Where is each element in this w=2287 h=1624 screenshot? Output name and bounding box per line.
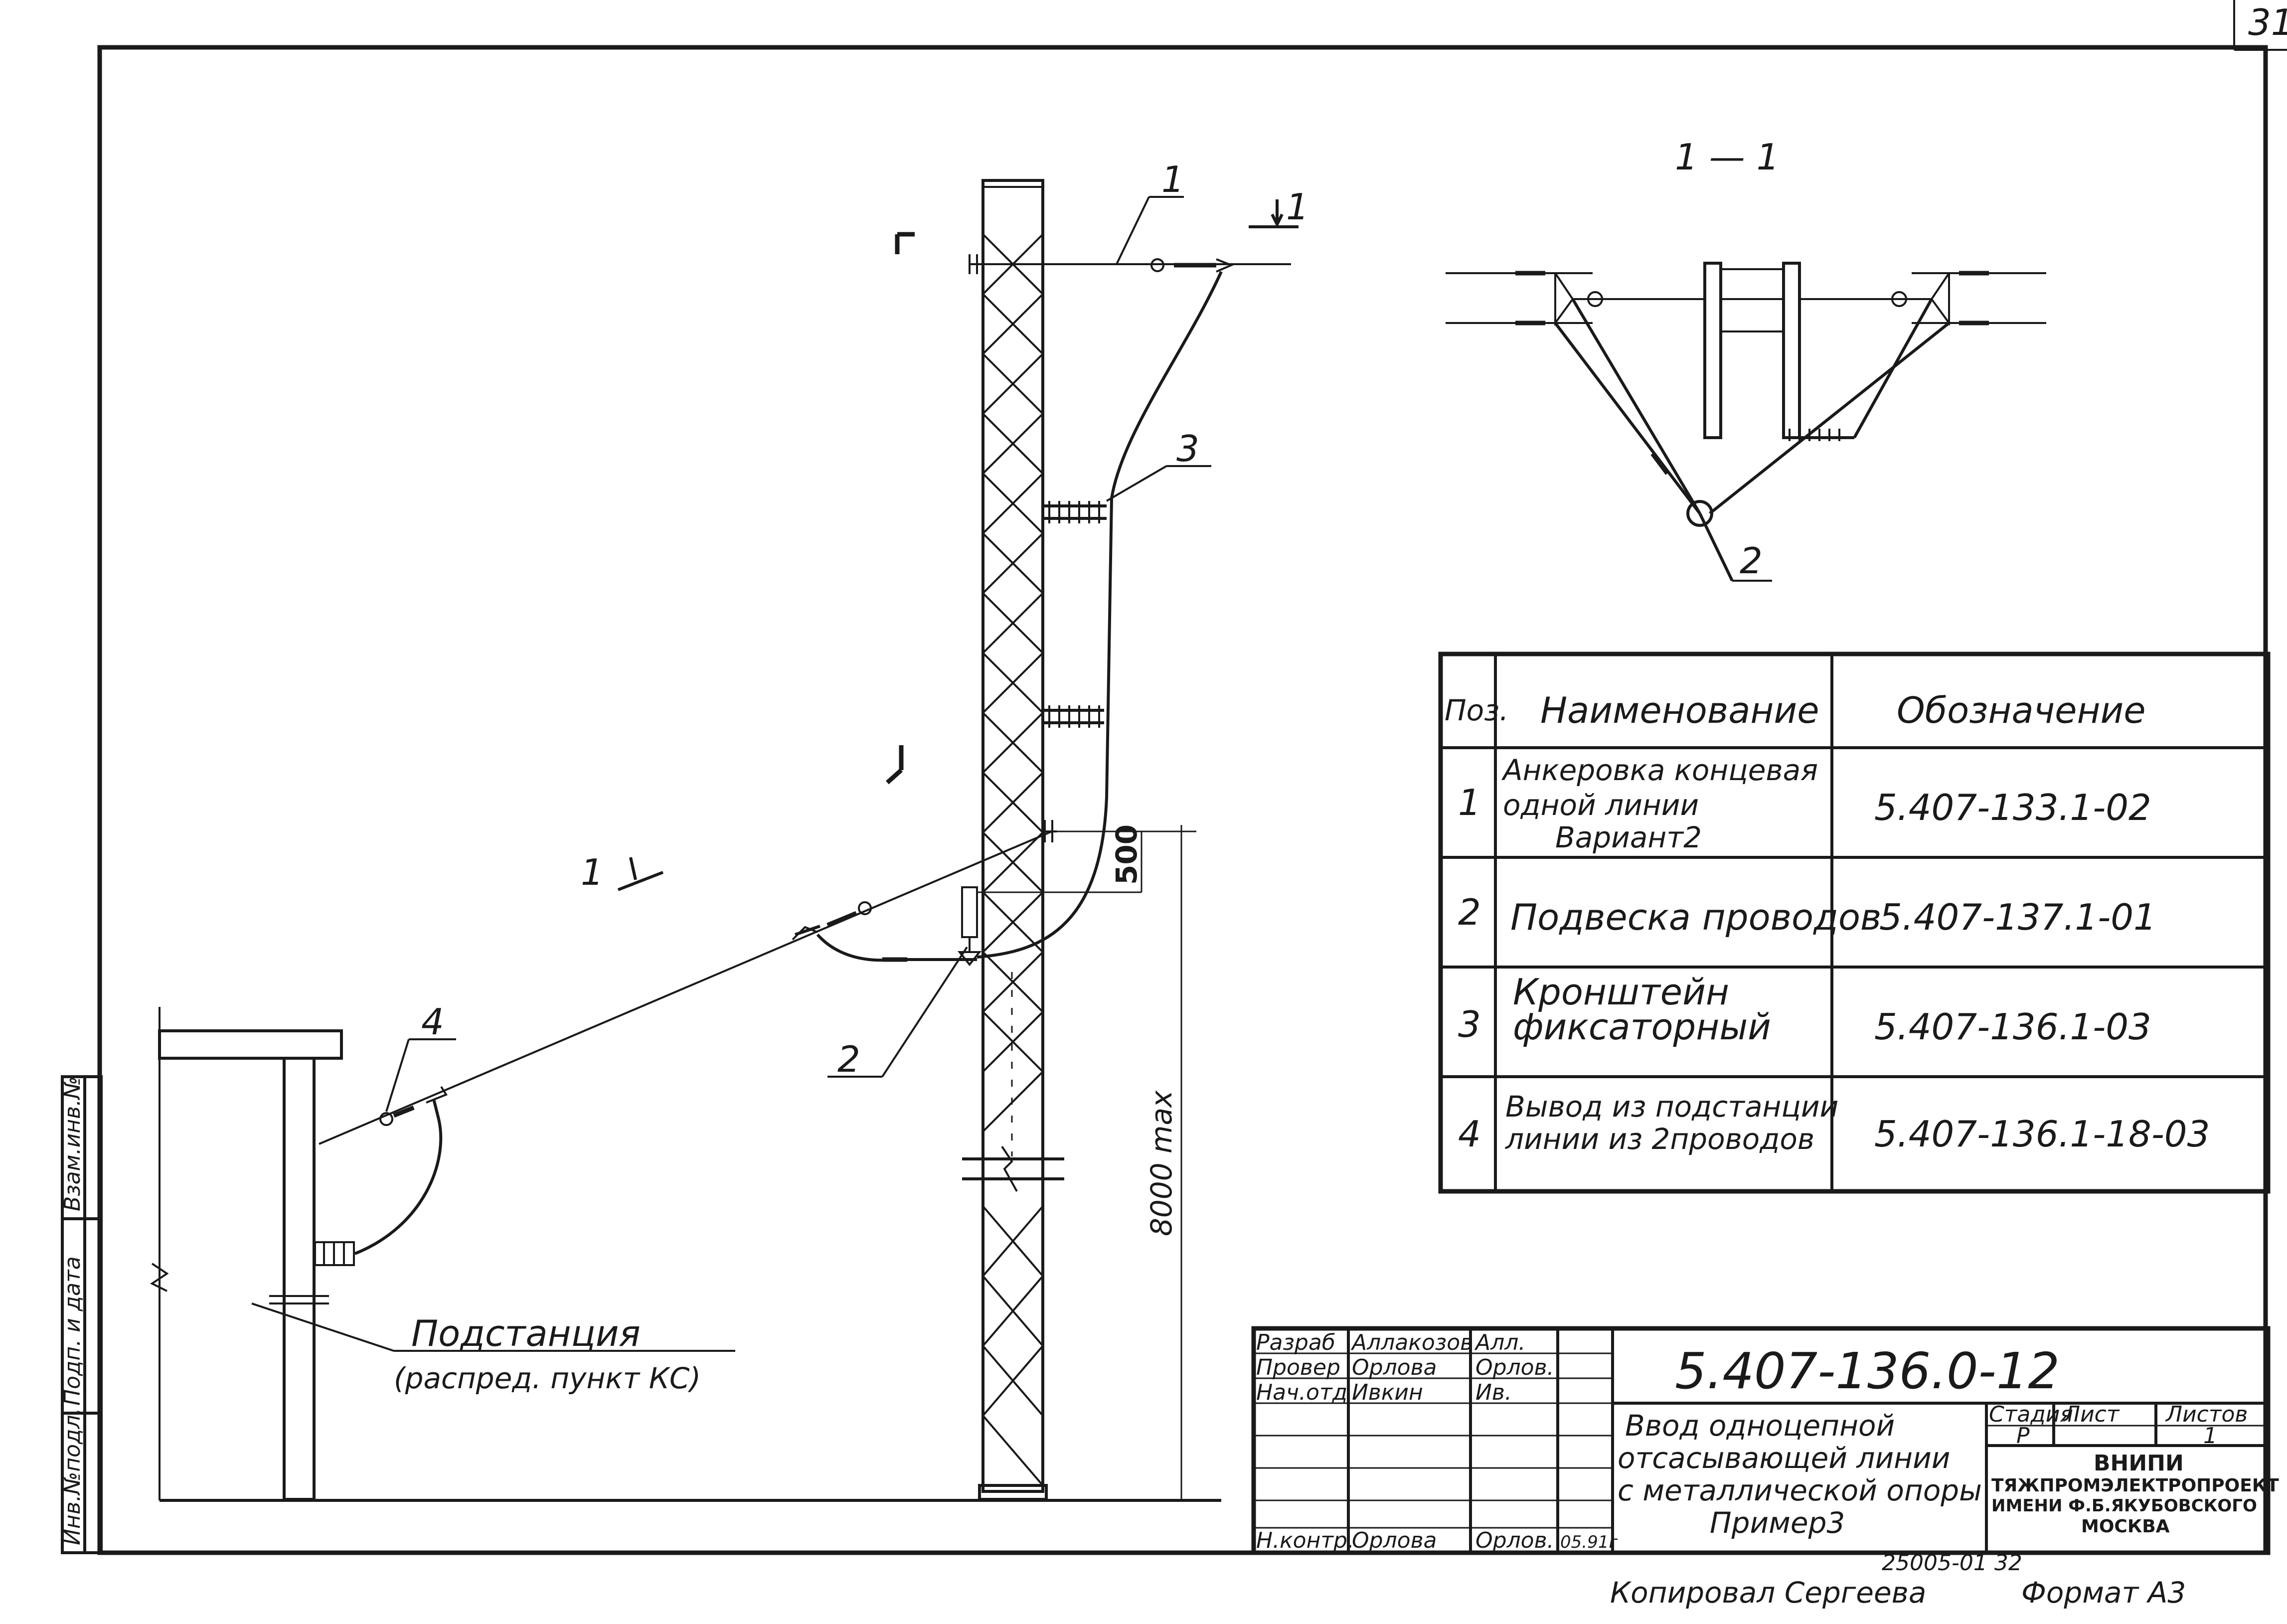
row-code: 5.407-133.1-02 <box>1874 787 2151 828</box>
stamp-podp-data: Подп. и дата <box>60 1256 85 1406</box>
org-line: ВНИПИ <box>2094 1451 2184 1476</box>
callout-3: 3 <box>1176 428 1199 470</box>
parts-table: Поз. Наименование Обозначение 1 Анкеровк… <box>1438 651 2271 1194</box>
sheet-label: Лист <box>2063 1402 2120 1427</box>
callout-1: 1 <box>1161 159 1184 200</box>
section-title: 1 — 1 <box>1675 136 1779 178</box>
tb-role: Н.контр. <box>1256 1528 1354 1553</box>
row-name-line: фиксаторный <box>1513 1006 1771 1048</box>
upper-wire <box>977 258 1291 959</box>
tb-sign: Ив. <box>1475 1380 1512 1405</box>
substation <box>150 1007 448 1501</box>
th-pos: Поз. <box>1445 693 1508 727</box>
tb-role: Провер <box>1256 1355 1340 1380</box>
stage-value: Р <box>2016 1423 2030 1449</box>
row-name-line: Кронштейн <box>1513 971 1729 1013</box>
callouts: 1 3 2 4 <box>251 159 1211 1352</box>
section-mark-top: 1 <box>1286 186 1309 228</box>
tb-sign: Алл. <box>1474 1330 1525 1355</box>
dimension-8000: 8000 max <box>1144 1090 1178 1236</box>
drawing-frame <box>97 45 2268 1555</box>
substation-label-2: (распред. пункт КС) <box>394 1361 701 1395</box>
format-label: Формат А3 <box>2021 1576 2186 1610</box>
row-name-line: Анкеровка концевая <box>1501 753 1818 787</box>
sheets-label: Листов <box>2165 1402 2248 1427</box>
row-code: 5.407-136.1-03 <box>1874 1006 2151 1048</box>
substation-label-1: Подстанция <box>411 1312 641 1354</box>
title-block: Разраб Аллакозов Алл. Провер Орлова Орло… <box>1251 1326 2279 1555</box>
table-row: 2 Подвеска проводов 5.407-137.1-01 <box>1458 891 2156 938</box>
page-number-corner: 31 <box>2233 0 2287 51</box>
tb-name: Ивкин <box>1352 1380 1423 1405</box>
table-row: 1 Анкеровка концевая одной линии Вариант… <box>1458 753 2151 854</box>
row-name-line: Вариант2 <box>1555 820 1702 854</box>
tb-title-line: Пример3 <box>1710 1506 1845 1540</box>
tb-title-line: отсасывающей линии <box>1618 1441 1950 1475</box>
side-stamp: Инв.№подл. Подп. и дата Взам.инв.№ <box>60 1075 103 1554</box>
table-row: 4 Вывод из подстанции линии из 2проводов… <box>1458 1090 2210 1156</box>
tb-sign: Орлов. <box>1475 1528 1554 1553</box>
callout-2: 2 <box>837 1038 860 1080</box>
archive-number: 25005-01 32 <box>1882 1550 2022 1576</box>
stamp-vzam-inv: Взам.инв.№ <box>60 1076 85 1211</box>
row-name-line: Подвеска проводов <box>1510 896 1881 938</box>
th-name: Наименование <box>1540 689 1819 731</box>
row-name-line: одной линии <box>1503 788 1699 822</box>
tb-name: Орлова <box>1352 1355 1437 1380</box>
table-row: 3 Кронштейн фиксаторный 5.407-136.1-03 <box>1458 971 2151 1048</box>
tb-title-line: с металлической опоры <box>1618 1473 1982 1507</box>
row-pos: 4 <box>1458 1113 1481 1155</box>
row-pos: 3 <box>1458 1003 1481 1045</box>
dimension-500: 500 <box>1110 824 1144 885</box>
tb-title-line: Ввод одноцепной <box>1625 1409 1895 1443</box>
lattice-pole <box>962 179 1064 1501</box>
row-pos: 2 <box>1458 891 1481 933</box>
row-code: 5.407-136.1-18-03 <box>1874 1113 2210 1155</box>
stage-label: Стадия <box>1989 1402 2073 1427</box>
tb-role: Разраб <box>1256 1330 1335 1355</box>
row-code: 5.407-137.1-01 <box>1879 896 2156 938</box>
stamp-inv-podl: Инв.№подл. <box>60 1408 85 1545</box>
elevation-view: 500 8000 max 1 1 1 3 2 <box>150 159 1309 1502</box>
row-name-line: Вывод из подстанции <box>1505 1090 1838 1124</box>
dimensions: 500 8000 max <box>1110 824 1196 1501</box>
doc-number: 5.407-136.0-12 <box>1675 1342 2060 1400</box>
row-pos: 1 <box>1458 782 1481 823</box>
page-number: 31 <box>2248 1 2287 43</box>
tb-sign: Орлов. <box>1475 1355 1554 1380</box>
callout-4: 4 <box>421 1001 444 1043</box>
section-callout-2: 2 <box>1740 540 1763 582</box>
sheets-value: 1 <box>2203 1423 2217 1449</box>
section-view: 1 — 1 2 <box>1446 136 2046 582</box>
org-line: МОСКВА <box>2081 1516 2170 1537</box>
tb-name: Аллакозов <box>1350 1330 1473 1355</box>
org-line: ТЯЖПРОМЭЛЕКТРОПРОЕКТ <box>1991 1475 2279 1496</box>
org-line: ИМЕНИ Ф.Б.ЯКУБОВСКОГО <box>1991 1496 2257 1516</box>
th-code: Обозначение <box>1897 689 2146 731</box>
copied-by: Копировал Сергеева <box>1610 1576 1926 1610</box>
section-marks: 1 1 <box>581 186 1309 893</box>
row-name-line: линии из 2проводов <box>1505 1122 1814 1156</box>
section-mark-left: 1 <box>581 851 604 893</box>
tb-role: Нач.отд <box>1256 1380 1347 1405</box>
tb-name: Орлова <box>1352 1528 1437 1553</box>
tb-date: 05.91г <box>1560 1532 1618 1552</box>
inclined-wire <box>319 830 1196 1145</box>
fixing-brackets <box>1043 501 1107 728</box>
